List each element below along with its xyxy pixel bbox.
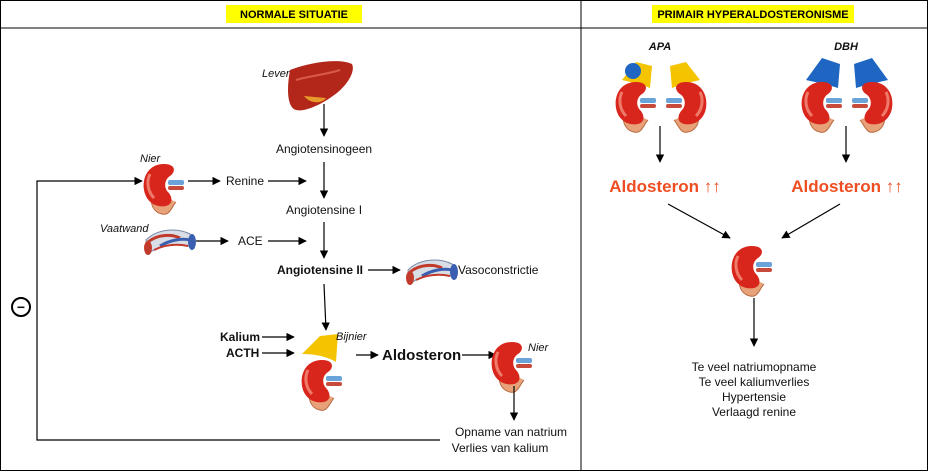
vasoconstriction-vessel-icon xyxy=(404,258,460,287)
opname-label: Opname van natrium xyxy=(455,425,567,439)
negative-feedback-loop xyxy=(36,176,440,441)
renine-label: Renine xyxy=(226,174,264,188)
effect-item: Hypertensie xyxy=(722,390,786,404)
effect-item: Te veel natriumopname xyxy=(692,360,817,374)
vaatwand-label: Vaatwand xyxy=(100,223,149,235)
vessel-wall-icon xyxy=(142,228,198,257)
kalium-label: Kalium xyxy=(220,330,260,344)
negative-feedback-sign: − xyxy=(11,297,31,317)
apa-kidneys-icon xyxy=(614,62,708,134)
ace-label: ACE xyxy=(238,234,263,248)
aldosteron-label: Aldosteron xyxy=(382,347,461,364)
angiotensine1-label: Angiotensine I xyxy=(286,203,362,217)
apa-label: APA xyxy=(648,41,671,53)
svg-text:NORMALE SITUATIE: NORMALE SITUATIE xyxy=(240,9,348,21)
arrow-apa-to-kidney xyxy=(667,203,731,239)
arrow-dbh-to-kidney xyxy=(781,203,841,239)
svg-text:−: − xyxy=(17,299,25,315)
angiotensine2-label: Angiotensine II xyxy=(277,263,363,277)
adrenal-kidney-icon xyxy=(300,358,344,412)
arrow-to-bijnier xyxy=(321,283,330,331)
hyperaldosteronism-kidney-icon xyxy=(730,244,774,298)
header-normale-situatie: NORMALE SITUATIE xyxy=(226,5,362,23)
nier2-label: Nier xyxy=(528,342,550,354)
vasoconstrictie-label: Vasoconstrictie xyxy=(458,263,539,277)
header-primair-hyperaldosteronisme: PRIMAIR HYPERALDOSTERONISME xyxy=(652,5,854,23)
verlies-label: Verlies van kalium xyxy=(452,441,549,455)
kidney-icon xyxy=(142,162,186,216)
dbh-label: DBH xyxy=(834,41,859,53)
effects-list: Te veel natriumopname Te veel kaliumverl… xyxy=(692,360,817,419)
svg-text:PRIMAIR HYPERALDOSTERONISME: PRIMAIR HYPERALDOSTERONISME xyxy=(657,9,848,21)
angiotensinogeen-label: Angiotensinogeen xyxy=(276,142,372,156)
liver-icon xyxy=(288,61,353,111)
target-kidney-icon xyxy=(490,340,534,394)
acth-label: ACTH xyxy=(226,346,259,360)
effect-item: Te veel kaliumverlies xyxy=(699,375,810,389)
aldosteron-dbh-label: Aldosteron ↑↑ xyxy=(791,177,902,196)
dbh-kidneys-icon xyxy=(800,58,894,134)
effect-item: Verlaagd renine xyxy=(712,405,796,419)
nier-label: Nier xyxy=(140,153,162,165)
aldosteron-apa-label: Aldosteron ↑↑ xyxy=(609,177,720,196)
bijnier-label: Bijnier xyxy=(336,331,368,343)
adrenal-gland-icon xyxy=(302,334,338,362)
lever-label: Lever xyxy=(262,68,291,80)
